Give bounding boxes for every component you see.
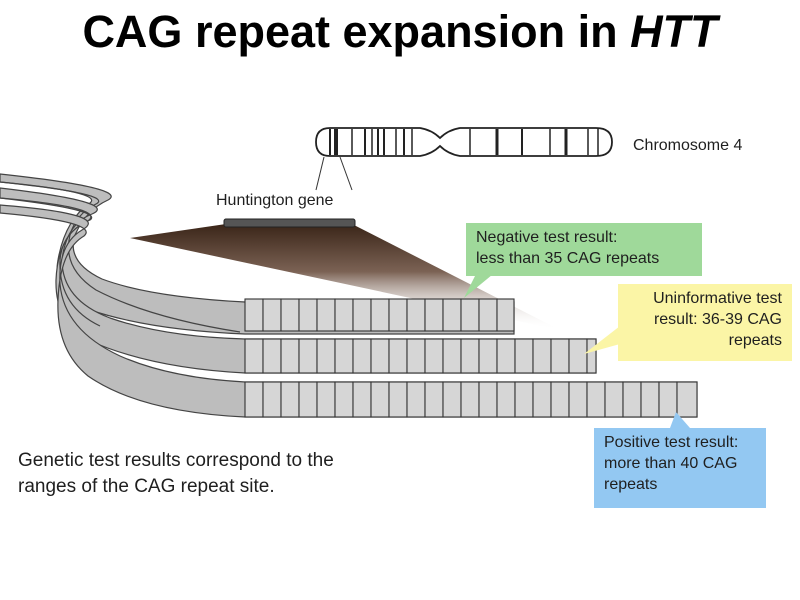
positive-line1: Positive test result:: [604, 434, 739, 451]
caption: Genetic test results correspond to the r…: [18, 448, 334, 500]
huntington-gene-bar: [223, 218, 356, 228]
title-gene: HTT: [630, 6, 718, 57]
uninformative-callout-pointer: [584, 326, 620, 354]
repeat-cells: [244, 298, 698, 418]
caption-line2: ranges of the CAG repeat site.: [18, 476, 275, 497]
uninformative-result-box: Uninformative test result: 36-39 CAG rep…: [618, 284, 792, 361]
uninformative-line2: result: 36-39 CAG: [653, 311, 782, 328]
positive-line3: repeats: [604, 476, 658, 493]
chromosome-4-graphic: [315, 127, 613, 191]
negative-line2: less than 35 CAG repeats: [476, 250, 660, 267]
positive-callout-pointer: [670, 412, 690, 428]
positive-result-box: Positive test result: more than 40 CAG r…: [594, 428, 766, 508]
caption-line1: Genetic test results correspond to the: [18, 450, 334, 471]
negative-callout-pointer: [464, 270, 498, 298]
gene-label: Huntington gene: [216, 192, 334, 209]
positive-line2: more than 40 CAG: [604, 455, 738, 472]
negative-result-box: Negative test result: less than 35 CAG r…: [466, 223, 702, 276]
chromosome-label: Chromosome 4: [633, 137, 743, 154]
negative-line1: Negative test result:: [476, 229, 618, 246]
uninformative-line1: Uninformative test: [653, 290, 782, 307]
slide-title: CAG repeat expansion in HTT: [0, 6, 800, 58]
uninformative-line3: repeats: [728, 332, 782, 349]
dna-strands: [0, 173, 698, 418]
title-text: CAG repeat expansion in: [82, 6, 631, 57]
